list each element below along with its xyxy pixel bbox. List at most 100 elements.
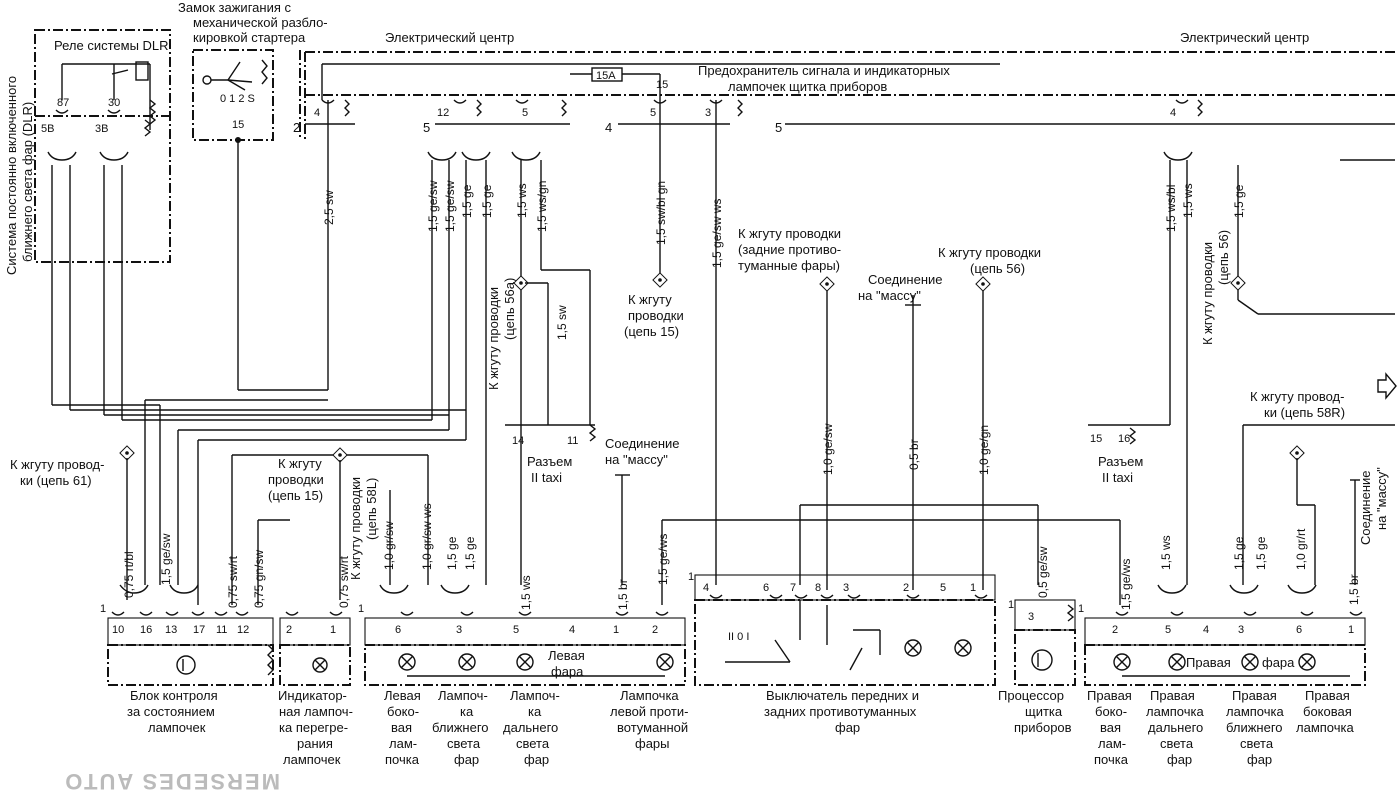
- svg-text:1,5 ge/ws: 1,5 ge/ws: [656, 534, 670, 585]
- harness-56a: К жгуту проводки (цепь 56a): [486, 275, 549, 425]
- overheat-lamp-caption: Индикатор- ная лампоч- ка перегре- рания…: [278, 688, 353, 767]
- dlr-system-label-1: Система постоянно включенного: [4, 76, 19, 275]
- svg-text:Выключатель передних и: Выключатель передних и: [766, 688, 919, 703]
- svg-text:1: 1: [688, 571, 694, 583]
- svg-text:1,5 ws: 1,5 ws: [519, 575, 533, 610]
- svg-text:Правая: Правая: [1150, 688, 1195, 703]
- svg-text:4: 4: [703, 582, 709, 594]
- svg-text:фар: фар: [524, 752, 549, 767]
- svg-text:задних противотуманных: задних противотуманных: [764, 704, 917, 719]
- svg-text:5: 5: [1165, 624, 1171, 636]
- svg-text:1,5 br: 1,5 br: [616, 579, 630, 610]
- svg-text:К жгуту проводки: К жгуту проводки: [1200, 242, 1215, 345]
- harness-61: К жгуту провод- ки (цепь 61): [10, 445, 135, 600]
- svg-text:1,5 ws: 1,5 ws: [1181, 183, 1195, 218]
- dlr-relay: 87 30 5B 3B: [35, 61, 170, 137]
- svg-text:Замок зажигания с: Замок зажигания с: [178, 0, 291, 15]
- svg-text:1,5 ge: 1,5 ge: [1232, 536, 1246, 570]
- svg-text:почка: почка: [385, 752, 420, 767]
- svg-text:ближнего: ближнего: [432, 720, 489, 735]
- ignition-label: Замок зажигания с механической разбло- к…: [178, 0, 328, 45]
- svg-text:30: 30: [108, 97, 120, 109]
- svg-text:за состоянием: за состоянием: [127, 704, 215, 719]
- svg-text:1,0 gr/sw ws: 1,0 gr/sw ws: [420, 503, 434, 570]
- svg-text:1,5 ws/gn: 1,5 ws/gn: [535, 181, 549, 232]
- fuse-label-1: Предохранитель сигнала и индикаторных: [698, 63, 950, 78]
- svg-text:1,0 gr/rt: 1,0 gr/rt: [1294, 528, 1308, 570]
- harness-58R: К жгуту провод- ки (цепь 58R): [1242, 372, 1397, 585]
- svg-text:0,75 gn/sw: 0,75 gn/sw: [252, 550, 266, 608]
- svg-text:Левая: Левая: [548, 648, 585, 663]
- svg-text:ка: ка: [528, 704, 542, 719]
- svg-text:К жгуту: К жгуту: [628, 292, 672, 307]
- svg-text:1,5 ge: 1,5 ge: [1232, 184, 1246, 218]
- svg-text:К жгуту проводки: К жгуту проводки: [738, 226, 841, 241]
- right-headlight-module: 1 2 5 4 3 6 1 Правая фара: [1078, 603, 1366, 686]
- svg-text:1,5 ws: 1,5 ws: [1159, 535, 1173, 570]
- electric-center-frame: [304, 51, 1395, 140]
- svg-text:(задние противо-: (задние противо-: [738, 242, 841, 257]
- svg-text:проводки: проводки: [628, 308, 684, 323]
- svg-text:1,5 ge/sw: 1,5 ge/sw: [426, 180, 440, 232]
- svg-text:17: 17: [193, 624, 205, 636]
- svg-text:(цепь 56): (цепь 56): [970, 261, 1025, 276]
- svg-text:16: 16: [1118, 433, 1130, 445]
- fog-switch-caption: Выключатель передних и задних противотум…: [764, 688, 919, 735]
- svg-text:1: 1: [1348, 624, 1354, 636]
- svg-text:на "массу": на "массу": [605, 452, 668, 467]
- svg-text:5: 5: [522, 107, 528, 119]
- svg-text:2: 2: [652, 624, 658, 636]
- svg-text:7: 7: [790, 582, 796, 594]
- svg-text:15: 15: [656, 79, 668, 91]
- svg-text:Правая: Правая: [1186, 655, 1231, 670]
- left-headlight-captions: Левая боко- вая лам- почка Лампоч- ка бл…: [384, 688, 688, 767]
- svg-text:левой проти-: левой проти-: [610, 704, 688, 719]
- top-connectors: [47, 99, 1203, 161]
- harness-56-right: К жгуту проводки (цепь 56): [1200, 230, 1246, 345]
- svg-text:боко-: боко-: [387, 704, 419, 719]
- top-bus-lines: [305, 123, 1395, 161]
- svg-text:фар: фар: [835, 720, 860, 735]
- svg-text:0,75 rt/bl: 0,75 rt/bl: [122, 551, 136, 598]
- svg-text:Правая: Правая: [1087, 688, 1132, 703]
- svg-text:Правая: Правая: [1305, 688, 1350, 703]
- taxi-connector-left: 14 11 Разъем II taxi: [505, 424, 597, 485]
- svg-text:0 1 2 S: 0 1 2 S: [220, 93, 255, 105]
- harness-56: К жгуту проводки (цепь 56): [938, 245, 1041, 292]
- overheat-lamp-module: 2 1: [279, 617, 351, 686]
- svg-text:ки (цепь 61): ки (цепь 61): [20, 473, 92, 488]
- svg-text:света: света: [1240, 736, 1274, 751]
- svg-text:1,5 ge/sw: 1,5 ge/sw: [159, 533, 173, 585]
- svg-text:ная лампоч-: ная лампоч-: [279, 704, 353, 719]
- svg-text:лам-: лам-: [389, 736, 417, 751]
- svg-text:4: 4: [1170, 107, 1176, 119]
- svg-text:1,5 ge/ws: 1,5 ge/ws: [1119, 559, 1133, 610]
- svg-text:3B: 3B: [95, 123, 108, 135]
- svg-text:1: 1: [970, 582, 976, 594]
- svg-text:Соединение: Соединение: [605, 436, 680, 451]
- svg-text:1,5 ge: 1,5 ge: [480, 184, 494, 218]
- svg-text:1,5 ws/bl: 1,5 ws/bl: [1164, 185, 1178, 232]
- electric-center-right-label: Электрический центр: [1180, 30, 1309, 45]
- svg-text:лампочка: лампочка: [1226, 704, 1284, 719]
- svg-text:II 0 I: II 0 I: [728, 631, 749, 643]
- svg-text:2,5 sw: 2,5 sw: [322, 190, 336, 225]
- svg-text:Левая: Левая: [384, 688, 421, 703]
- harness-15-a: К жгуту проводки (цепь 15): [624, 272, 684, 339]
- svg-text:(цепь 58L): (цепь 58L): [364, 478, 379, 540]
- svg-text:(цепь 15): (цепь 15): [268, 488, 323, 503]
- harness-rear-fog: К жгуту проводки (задние противо- туманн…: [738, 226, 841, 292]
- svg-text:рания: рания: [297, 736, 333, 751]
- svg-text:света: света: [447, 736, 481, 751]
- svg-text:4: 4: [569, 624, 575, 636]
- svg-text:света: света: [1160, 736, 1194, 751]
- left-long-wires: [51, 140, 466, 605]
- svg-text:1,5 sw: 1,5 sw: [555, 305, 569, 340]
- svg-text:Лампоч-: Лампоч-: [510, 688, 560, 703]
- svg-text:ка: ка: [460, 704, 474, 719]
- svg-text:механической разбло-: механической разбло-: [193, 15, 328, 30]
- svg-text:К жгуту: К жгуту: [278, 456, 322, 471]
- svg-text:лам-: лам-: [1098, 736, 1126, 751]
- svg-text:Разъем: Разъем: [1098, 454, 1143, 469]
